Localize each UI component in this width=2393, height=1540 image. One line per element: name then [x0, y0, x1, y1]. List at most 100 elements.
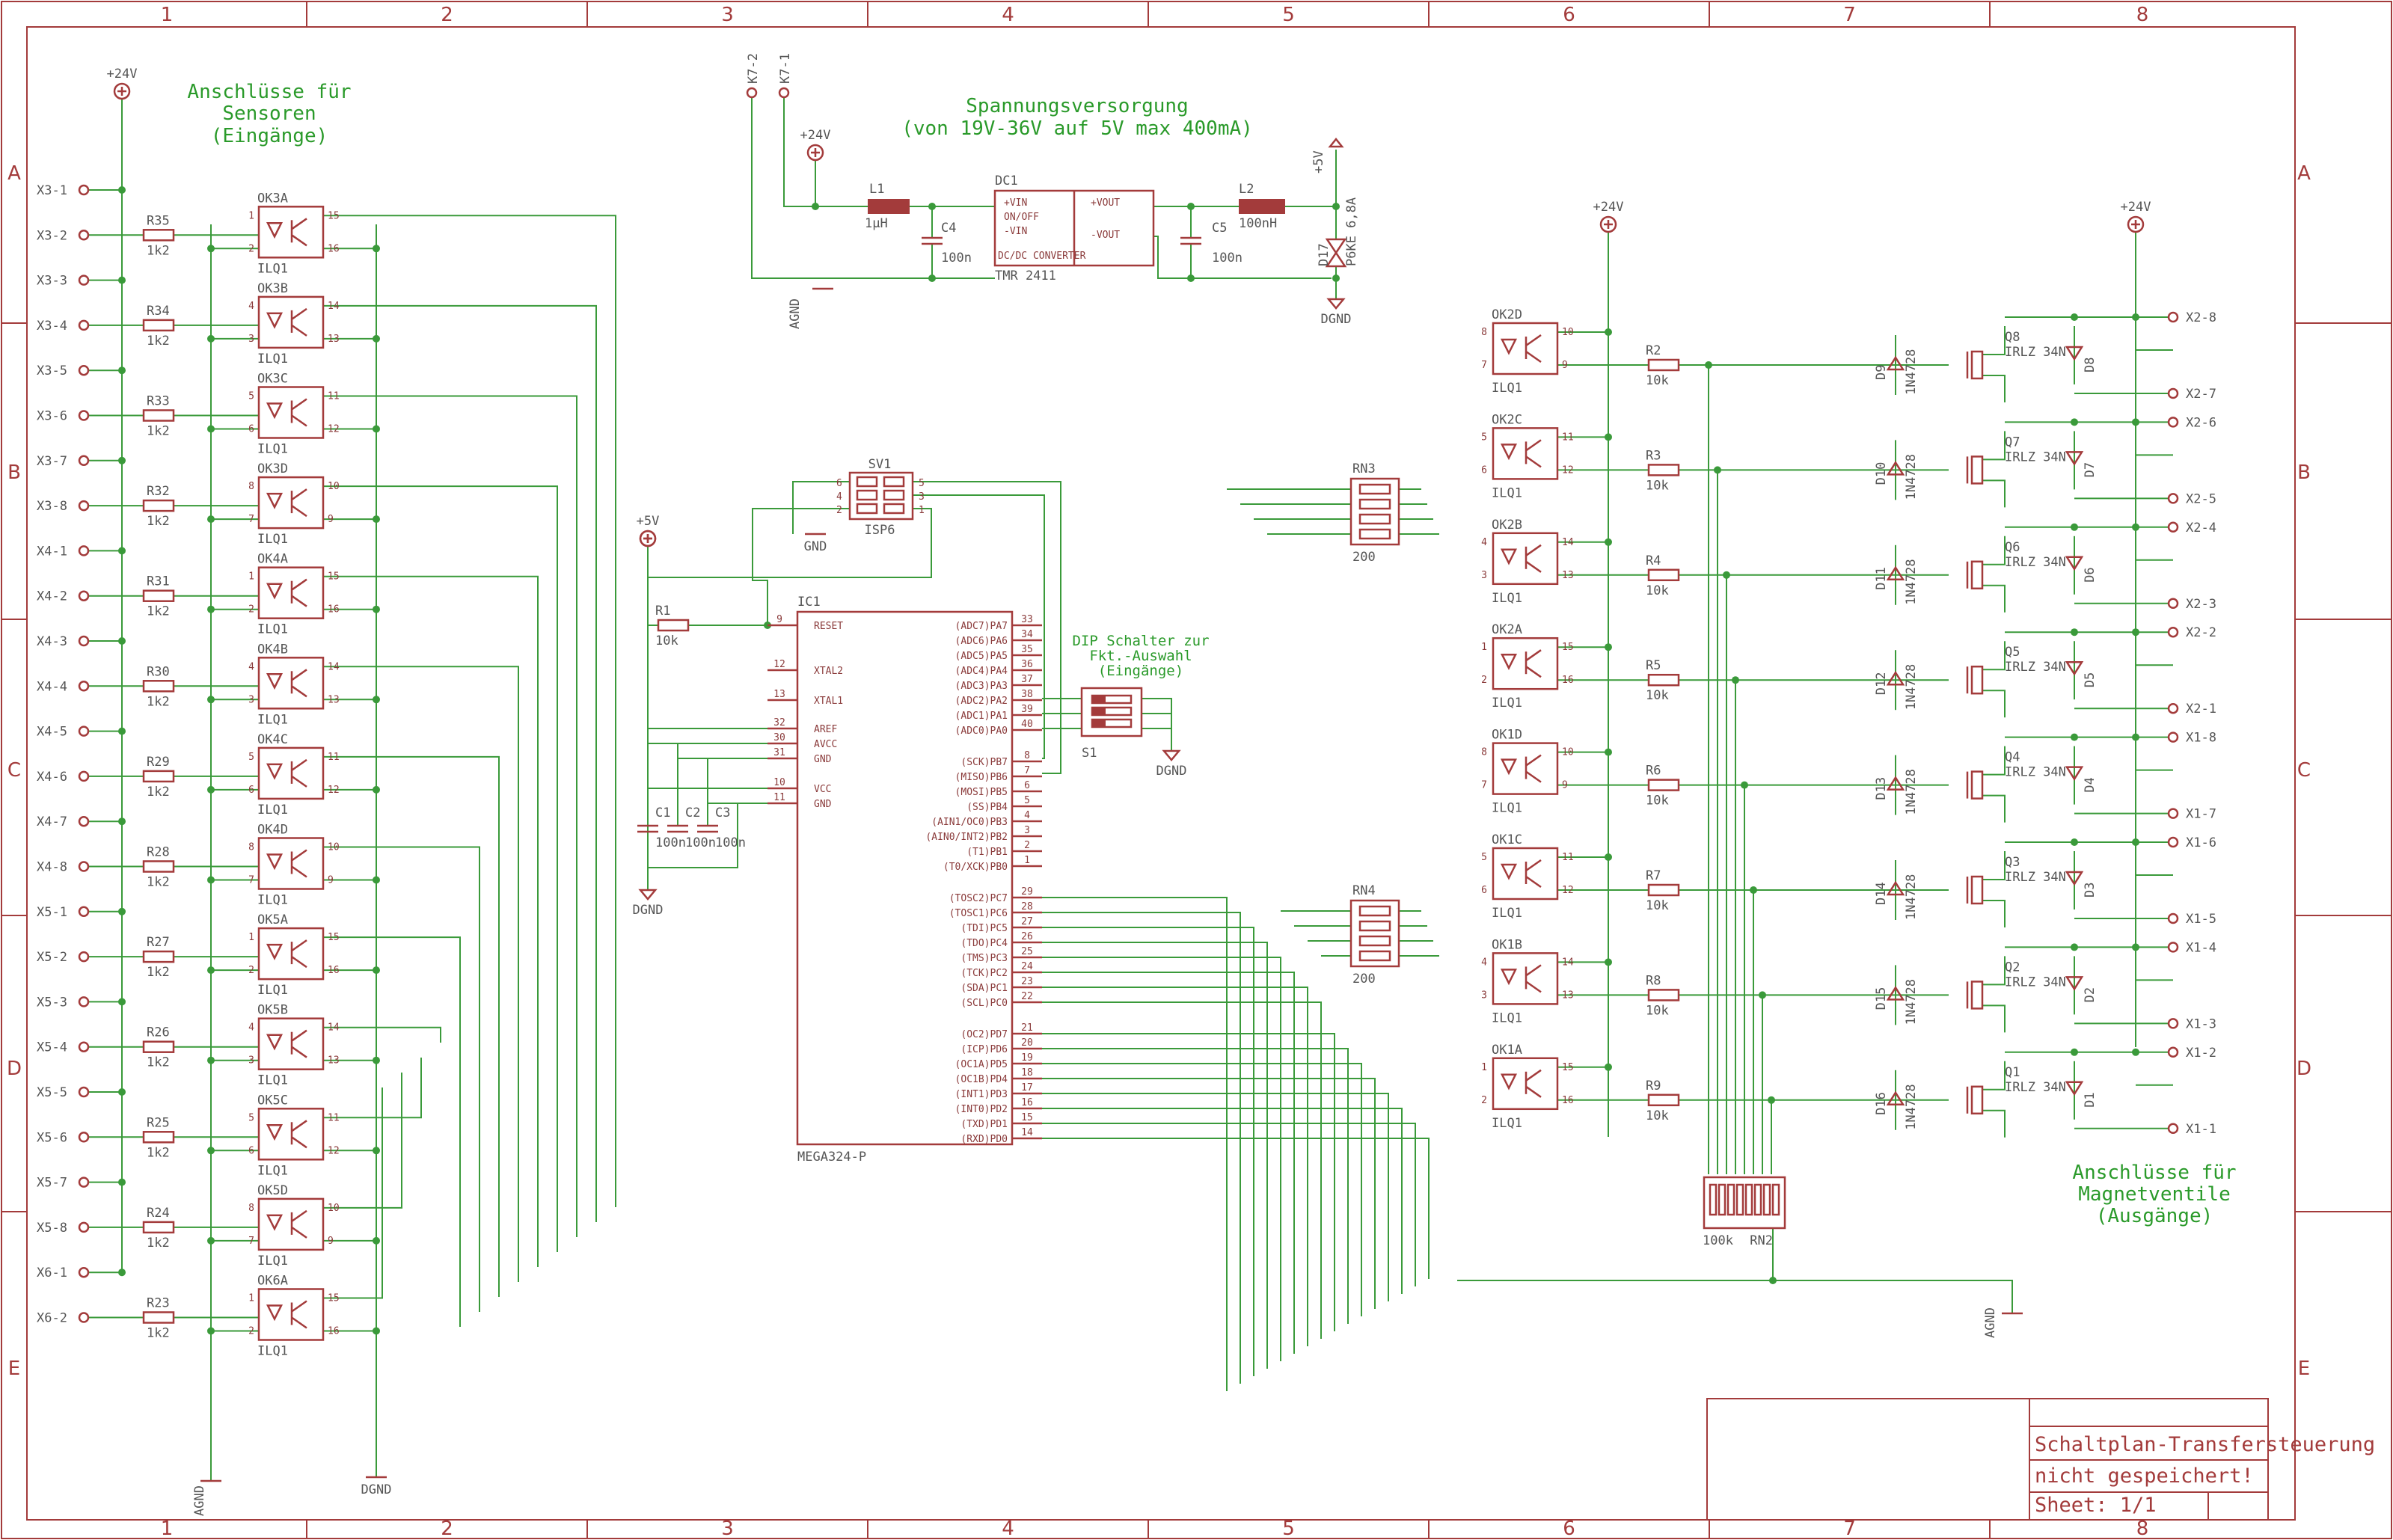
input-resistor-name: R31 [147, 574, 170, 589]
opto-type: ILQ1 [257, 1254, 288, 1268]
mcu-pin-number: 16 [1021, 1097, 1033, 1108]
opto-led [1500, 548, 1518, 565]
opto-pin: 14 [328, 301, 340, 312]
mcu-pin-name: GND [814, 754, 832, 765]
connector-terminal [78, 184, 90, 196]
rn2-element [1744, 1183, 1753, 1216]
output-opto-type: ILQ1 [1492, 801, 1522, 816]
rn2-element [1726, 1183, 1735, 1216]
junction-dot [2071, 838, 2078, 846]
mcu-pin-number: 34 [1021, 629, 1033, 640]
opto-transistor [291, 488, 307, 501]
note-power-line-2: (von 19V-36V auf 5V max 400mA) [901, 117, 1253, 140]
connector-terminal [78, 1266, 90, 1278]
gate-resistor-value: 10k [1646, 478, 1669, 493]
opto-pin: 5 [248, 391, 254, 402]
opto-transistor [1525, 455, 1542, 468]
ground-triangle [1326, 298, 1346, 310]
optocoupler [257, 1108, 325, 1161]
rn-element [1358, 935, 1391, 947]
junction-dot [2071, 313, 2078, 321]
opto-pin: 6 [1481, 464, 1487, 476]
mcu-pin-name: (TCK)PC2 [960, 968, 1008, 979]
wire [1982, 1004, 2006, 1033]
opto-transistor [1525, 1069, 1542, 1082]
zener-diode [1886, 880, 1905, 896]
grid-col-top: 3 [721, 4, 734, 26]
connector-terminal [746, 87, 758, 99]
output-opto-type: ILQ1 [1492, 381, 1522, 396]
freewheel-diode [2065, 556, 2084, 571]
note-valves: Anschlüsse für Magnetventile (Ausgänge) [2072, 1162, 2236, 1227]
opto-led [266, 763, 284, 780]
opto-pin: 1 [248, 210, 254, 221]
opto-transistor [1525, 964, 1542, 977]
opto-pin: 1 [1481, 642, 1487, 653]
dip-lever-knob [1092, 696, 1106, 703]
wire-mcu-port [1042, 987, 1308, 1346]
input-resistor-value: 1k2 [147, 243, 170, 258]
isp-header [848, 471, 914, 521]
mcu-pin-name: (ADC5)PA5 [955, 651, 1008, 662]
gate-resistor-name: R6 [1646, 764, 1661, 779]
grid-col-bottom: 5 [1282, 1518, 1295, 1540]
junction-dot [118, 1178, 126, 1186]
junction-dot [1187, 274, 1195, 282]
junction-dot [2132, 1048, 2139, 1056]
grid-col-bottom: 7 [1843, 1518, 1856, 1540]
capacitor-name: C2 [685, 806, 700, 820]
gate-resistor-name: R4 [1646, 553, 1661, 568]
opto-led [1500, 758, 1518, 776]
junction-dot [2132, 418, 2139, 426]
connector-terminal [78, 590, 90, 601]
supply-label: +5V [637, 514, 660, 529]
zener-type: 1N4728 [1904, 769, 1919, 815]
wire-opto-collector [323, 1073, 402, 1209]
output-pin-label: X2-3 [2186, 597, 2216, 612]
rn-element [1358, 905, 1391, 917]
mcu-pin-name: XTAL2 [814, 666, 843, 677]
input-pin-label: X5-8 [37, 1221, 67, 1236]
output-opto-name: OK1D [1492, 728, 1522, 743]
input-resistor [142, 950, 175, 963]
connector-terminal [78, 1221, 90, 1233]
mosfet-type: IRLZ 34N [2005, 555, 2066, 570]
junction-dot [1750, 886, 1757, 894]
opto-type: ILQ1 [257, 983, 288, 998]
connector-terminal [2167, 1018, 2179, 1029]
connector-terminal [78, 681, 90, 692]
wire-mcu-port [1042, 1108, 1403, 1294]
opto-pin: 2 [248, 965, 254, 976]
input-pin-label: X4-6 [37, 770, 67, 785]
mcu-pin-number: 11 [773, 792, 785, 803]
opto-transistor [291, 1136, 307, 1149]
rn2-element [1735, 1183, 1744, 1216]
junction-dot [118, 637, 126, 645]
mosfet-channel [1970, 455, 1984, 485]
connector-terminal [2167, 731, 2179, 743]
zener-name: D15 [1874, 987, 1889, 1010]
zener-name: D13 [1874, 777, 1889, 800]
junction-dot [118, 817, 126, 826]
output-pin-label: X1-2 [2186, 1046, 2216, 1061]
k7-2-label: K7-2 [746, 53, 761, 84]
mcu-pin-number: 9 [776, 614, 782, 625]
connector-terminal [2167, 1046, 2179, 1058]
mcu-pin-number: 24 [1021, 961, 1033, 972]
wire [1982, 900, 2006, 927]
output-pin-label: X2-1 [2186, 702, 2216, 717]
input-pin-label: X4-4 [37, 679, 67, 694]
mosfet-name: Q1 [2005, 1065, 2020, 1080]
title-sheet: Sheet: 1/1 [2035, 1494, 2157, 1517]
output-pin-label: X2-8 [2186, 310, 2216, 325]
rn2-element [1753, 1183, 1762, 1216]
opto-pin: 12 [1562, 885, 1574, 896]
wire [1982, 431, 2006, 461]
mosfet-channel [1970, 665, 1984, 695]
output-opto-name: OK1C [1492, 832, 1522, 847]
opto-led [266, 1124, 284, 1141]
opto-transistor [291, 865, 307, 878]
title-status: nicht gespeichert! [2035, 1464, 2254, 1488]
supply-24v-valves [2127, 215, 2145, 233]
tvs-diode [1325, 251, 1347, 268]
